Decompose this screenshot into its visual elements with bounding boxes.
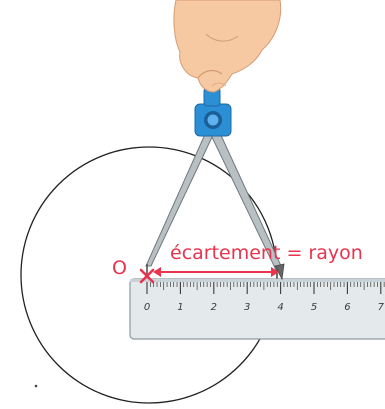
stray-dot [34, 384, 38, 388]
center-label: O [112, 257, 127, 279]
ruler-number: 4 [277, 302, 283, 313]
ruler: 0 1 2 3 4 5 6 7 [129, 278, 385, 340]
ruler-number: 2 [211, 302, 217, 313]
ruler-numbers: 0 1 2 3 4 5 6 7 [144, 302, 385, 313]
ruler-number: 7 [378, 302, 385, 313]
ruler-number: 1 [177, 302, 183, 313]
drawn-circle [20, 146, 278, 404]
ruler-number: 5 [311, 302, 317, 313]
spread-label: écartement = rayon [170, 242, 363, 264]
hand-knuckle-crease [205, 33, 239, 42]
compass-icon [145, 87, 285, 281]
hand-icon [173, 0, 282, 93]
ruler-number: 0 [144, 302, 150, 313]
compass-hinge-screw [207, 114, 219, 126]
ruler-number: 6 [344, 302, 350, 313]
compass-pencil-lead [274, 263, 285, 281]
ruler-top-edge [130, 279, 385, 282]
cross-mark-icon [139, 268, 155, 284]
ruler-number: 3 [244, 302, 250, 313]
double-arrow-icon [153, 267, 279, 277]
hand-fingernail [211, 82, 227, 87]
hand-palm [173, 0, 282, 93]
ruler-ticks [146, 282, 385, 294]
hand-finger-crease [197, 69, 223, 79]
